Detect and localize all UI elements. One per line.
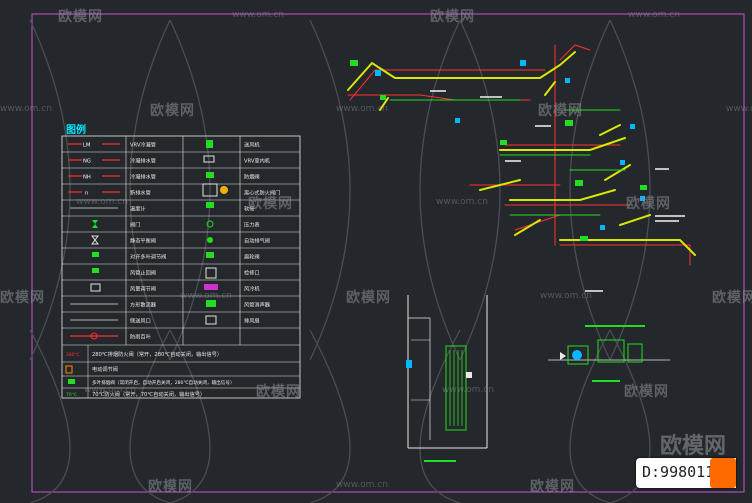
watermark-url: www.om.cn (76, 197, 128, 207)
legend-right-label-4: 软接 (244, 205, 254, 213)
watermark-url: www.om.cn (442, 385, 494, 395)
legend-right-label-6: 自动排气阀 (244, 237, 270, 245)
watermark-url: www.om.cn (84, 385, 136, 395)
legend-right-label-1: VRV室内机 (244, 157, 271, 165)
legend-right-label-8: 检修口 (244, 269, 260, 277)
legend-text: LM NG NH n VRV冷凝管 冷凝排水管 冷凝排水管 新排水管 温度计 阀… (66, 141, 280, 399)
legend-tag-1: NG (83, 159, 91, 165)
legend-right-label-2: 防烟阀 (244, 173, 260, 181)
sheet-border (31, 13, 745, 493)
watermark-url: www.om.cn (232, 10, 284, 20)
isometric-piping-diagram (347, 44, 696, 292)
legend-left-label-0: VRV冷凝管 (130, 141, 156, 149)
note-text-2: 多叶排烟阀（常闭开启，自动开启关闭，280℃自动关闭，输出信号） (92, 379, 235, 386)
watermark-url: www.om.cn (726, 104, 752, 114)
watermark-url: www.om.cn (0, 104, 52, 114)
legend-tag-3: n (85, 191, 88, 197)
watermark-url: www.om.cn (540, 291, 592, 301)
drawing-id-badge: D:998011 (636, 458, 736, 488)
watermark-brand-large: 欧模网 (660, 434, 727, 459)
watermark-url: www.om.cn (336, 480, 388, 490)
legend-left-label-5: 阀门 (130, 221, 140, 229)
watermark-url: www.om.cn (436, 197, 488, 207)
smoke-exhaust-symbol (68, 379, 75, 384)
legend-tag-0: LM (83, 143, 90, 149)
watermark-arcs (29, 19, 651, 503)
legend-left-label-1: 冷凝排水管 (130, 157, 156, 165)
watermark-brand: 欧模网 (58, 9, 103, 25)
watermark-brand: 欧模网 (346, 290, 391, 306)
equipment-symbols (202, 140, 228, 325)
note-text-1: 电动调节阀 (92, 365, 118, 373)
legend-left-label-4: 温度计 (130, 205, 146, 213)
watermark-brand: 欧模网 (626, 196, 671, 212)
watermark-brand: 欧模网 (148, 479, 193, 495)
legend-left-label-10: 方形散流器 (130, 301, 157, 309)
legend-right-label-9: 风冷机 (244, 285, 260, 293)
watermark-brand: 欧模网 (0, 290, 45, 306)
legend-left-label-8: 风管止回阀 (130, 269, 156, 277)
watermark-url: www.om.cn (336, 104, 388, 114)
watermark-brand: 欧模网 (538, 103, 583, 119)
legend-right-label-5: 压力表 (244, 221, 260, 229)
brand-logo-icon (710, 458, 736, 488)
legend-right-label-10: 风管消声器 (244, 301, 271, 309)
watermark-brand: 欧模网 (248, 196, 293, 212)
watermark-url: www.om.cn (180, 291, 232, 301)
watermark-brand: 欧模网 (712, 290, 752, 306)
watermark-brand: 欧模网 (624, 384, 669, 400)
watermark-brand: 欧模网 (530, 479, 575, 495)
drawing-id-text: D:998011 (642, 463, 715, 481)
fan-detail (548, 325, 670, 382)
legend-left-label-12: 防雨百叶 (130, 333, 151, 341)
note-text-3: 70℃防火阀（常开，70℃自动关闭，输出信号） (92, 390, 205, 398)
pipe-symbols (68, 140, 120, 340)
legend-left-label-3: 新排水管 (130, 189, 151, 197)
legend-right-label-7: 扁轮阀 (244, 253, 260, 261)
watermark-url: www.om.cn (628, 10, 680, 20)
legend-right-label-0: 送风机 (244, 141, 260, 149)
legend-left-label-11: 侧送风口 (130, 317, 151, 325)
watermark-brand: 欧模网 (430, 9, 475, 25)
legend-left-label-9: 风量调节阀 (130, 285, 156, 293)
legend-right-label-3: 离心式防火阀门 (244, 189, 280, 197)
note-tag-0: 280℃ (66, 352, 80, 358)
legend-left-label-7: 对开多叶调节阀 (130, 253, 166, 261)
legend-table: LM NG NH n VRV冷凝管 冷凝排水管 冷凝排水管 新排水管 温度计 阀… (61, 135, 301, 399)
legend-right-label-11: 排风扇 (244, 317, 260, 325)
watermark-brand: 欧模网 (256, 384, 301, 400)
legend-tag-2: NH (83, 175, 91, 181)
legend-left-label-2: 冷凝排水管 (130, 173, 156, 181)
section-detail (406, 295, 488, 462)
legend-title: 图例 (66, 125, 86, 136)
note-tag-3: 70℃ (66, 392, 77, 398)
watermark-brand: 欧模网 (150, 103, 195, 119)
damper-symbol (65, 365, 73, 374)
note-text-0: 280℃排烟防火阀（常开，280℃自动关闭，输出信号） (92, 350, 222, 358)
legend-left-label-6: 静态平衡阀 (130, 237, 156, 245)
